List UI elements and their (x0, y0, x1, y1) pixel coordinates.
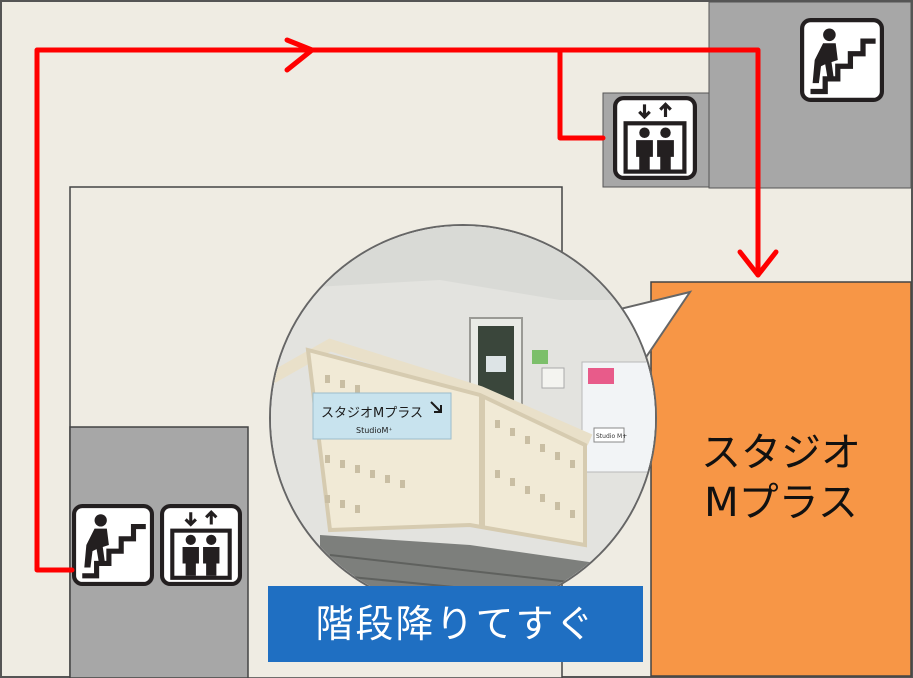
elevator-icon (615, 98, 695, 178)
studio-label-line2: Mプラス (704, 480, 858, 526)
caption-banner: 階段降りてすぐ (268, 586, 643, 662)
studio-label: スタジオ Mプラス (652, 428, 910, 528)
photo-sign (312, 392, 452, 440)
photo-sign-sub: StudioM⁺ (356, 426, 393, 435)
studio-label-line1: スタジオ (701, 430, 861, 476)
stairs-icon (74, 506, 152, 584)
studio-room (650, 281, 912, 677)
photo-sign-small: Studio M+ (596, 433, 627, 440)
photo-sign-main: スタジオMプラス (321, 406, 423, 421)
elevator-icon (162, 506, 240, 584)
route-path (34, 37, 779, 573)
route-arrow-down (737, 249, 779, 278)
railing (271, 338, 593, 446)
route-arrow-right (284, 37, 315, 73)
arrow-down-right-icon (430, 401, 442, 413)
stairs-icon (802, 20, 882, 100)
